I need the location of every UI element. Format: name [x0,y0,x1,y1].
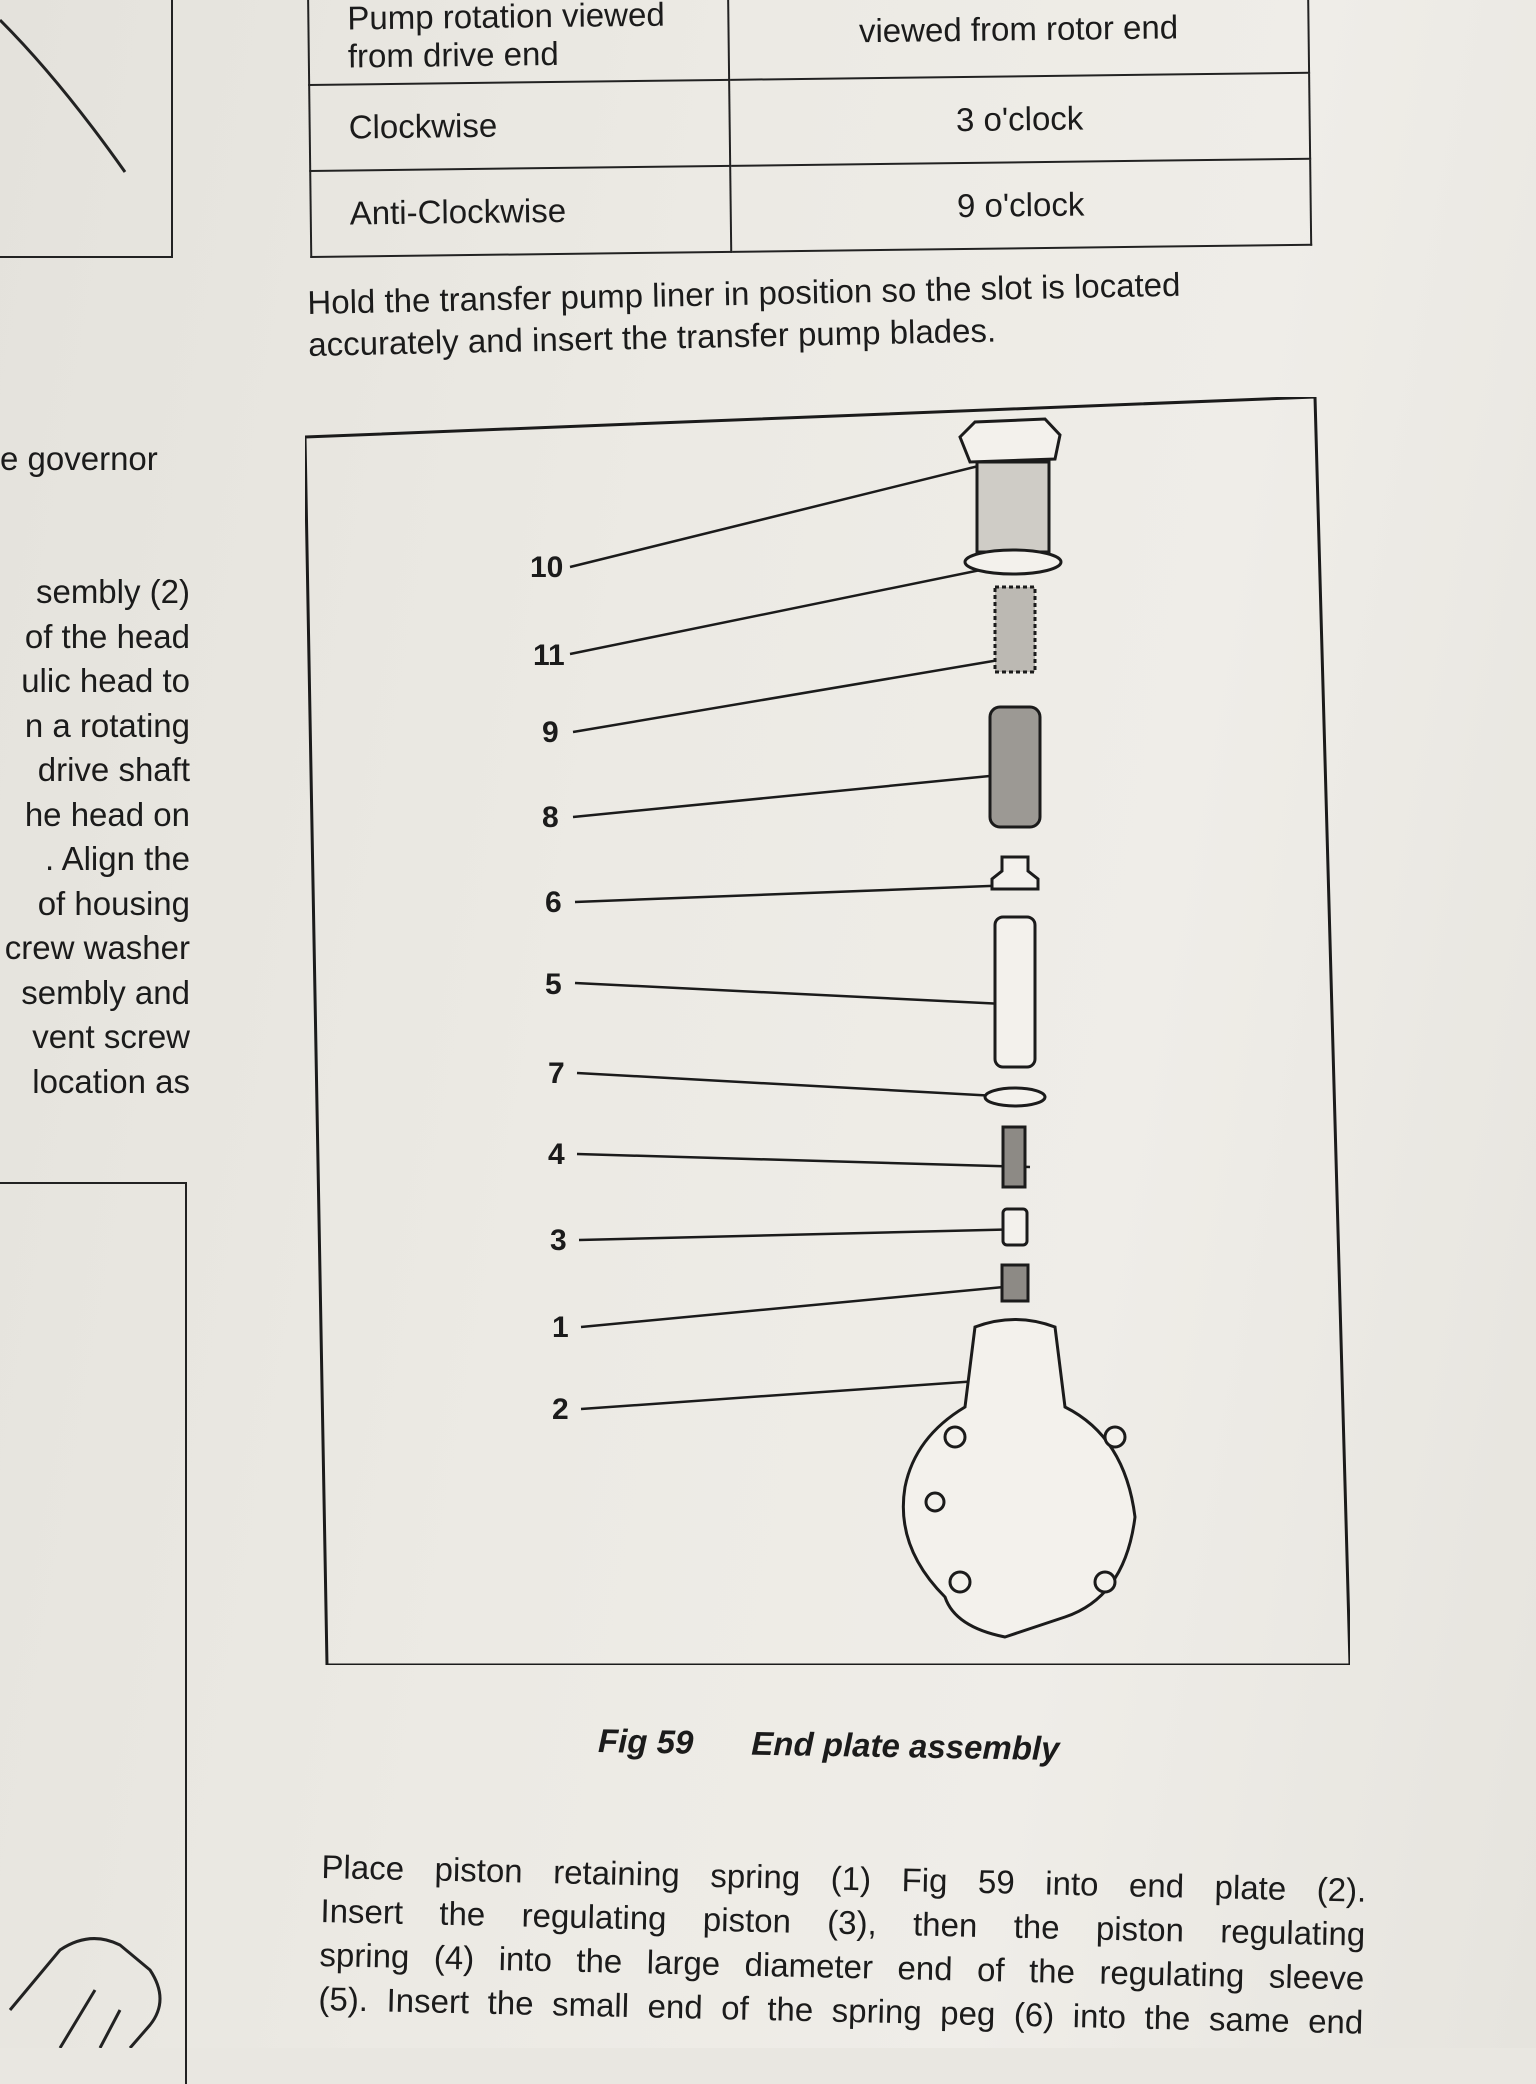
table-cell: 3 o'clock [729,72,1311,166]
figure-caption: Fig 59 End plate assembly [598,1722,1060,1768]
left-text-line: of housing [37,884,190,922]
spring-4 [1001,1125,1027,1189]
left-text-line: of the head [24,617,190,655]
part-label: 9 [542,716,559,749]
part-label: 11 [533,639,565,672]
left-text-line: . Align the [45,840,190,877]
part-labels: 10 11 9 8 6 5 7 4 3 1 2 [530,551,569,1426]
figure-frame [305,397,1350,1665]
part-label: 3 [550,1224,567,1257]
left-text-line: vent screw [32,1018,190,1055]
figure-number: Fig 59 [597,1721,694,1761]
left-text-line: e governor [0,440,158,477]
table-row: Pump rotation viewed from drive end view… [308,0,1310,85]
screw-thread [975,460,1051,554]
table-cell: Anti-Clockwise [310,165,732,257]
piston-3 [1001,1207,1029,1247]
part-label: 6 [545,886,562,919]
end-plate-2 [901,1318,1137,1639]
table-header-cell: viewed from rotor end [727,0,1310,80]
left-text-line: sembly and [21,973,190,1011]
exploded-parts-drawing [901,417,1137,1639]
spring-peg-6 [990,855,1040,891]
left-figure-frame-bottom [0,1182,187,2084]
part-label: 4 [548,1138,565,1171]
part-label: 2 [552,1393,569,1426]
vent-screw-nut [958,417,1062,464]
washer-7 [983,1086,1047,1108]
spring-9 [993,585,1037,674]
instruction-paragraph-1: Hold the transfer pump liner in position… [307,265,1181,363]
left-text-line: crew washer [4,929,190,966]
table-row: Anti-Clockwise 9 o'clock [310,158,1312,257]
table-row: Clockwise 3 o'clock [309,72,1311,171]
left-text-line: location as [32,1062,190,1100]
left-text-line: he head on [24,795,190,833]
left-figure-part-drawing [8,1937,162,2048]
table-cell: 9 o'clock [730,158,1312,252]
pump-rotation-table: Pump rotation viewed from drive end view… [307,0,1312,258]
leader-lines [569,455,1036,1411]
left-figure-frame-top [0,0,173,258]
part-label: 10 [530,551,563,584]
regulating-sleeve-5 [993,915,1037,1069]
left-text-line: ulic head to [21,662,190,699]
left-text-line: sembly (2) [35,573,190,610]
part-label: 5 [545,968,562,1001]
end-plate-assembly-figure: 10 11 9 8 6 5 7 4 3 1 2 [305,397,1350,1665]
washer-11 [963,548,1063,576]
table-cell: Clockwise [309,79,731,171]
part-label: 7 [548,1057,565,1090]
left-figure-curve [0,18,127,173]
part-label: 1 [552,1311,569,1344]
left-text-line: n a rotating [24,706,190,744]
filter-8 [988,705,1042,829]
table-header-cell: Pump rotation viewed from drive end [308,0,730,85]
spring-1 [1000,1263,1030,1303]
figure-title: End plate assembly [751,1724,1060,1768]
left-text-line: drive shaft [37,751,190,788]
part-label: 8 [542,801,559,834]
instruction-paragraph-2: Place piston retaining spring (1) Fig 59… [318,1846,1367,2046]
